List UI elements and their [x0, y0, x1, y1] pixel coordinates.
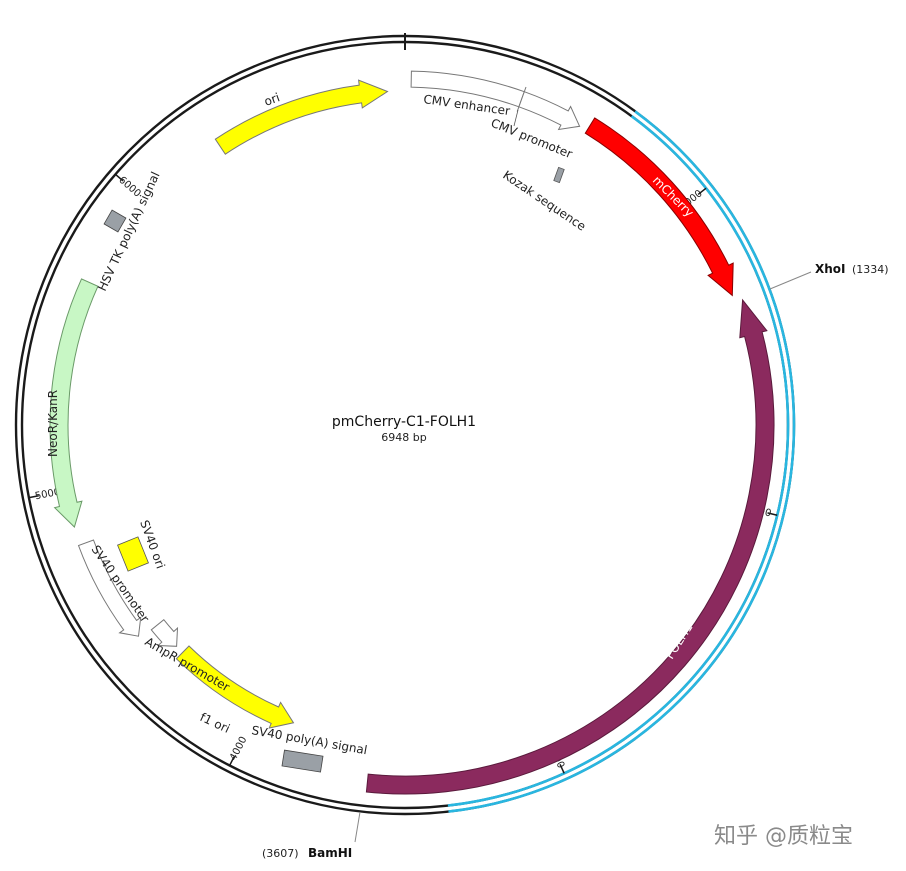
backbone: [14, 33, 796, 816]
ampr-promoter-label: AmpR promoter: [143, 634, 233, 694]
tick-mark-2000: [767, 512, 778, 516]
watermark: 知乎 @质粒宝: [714, 824, 853, 849]
plasmid-title-block: pmCherry-C1-FOLH1 6948 bp: [332, 414, 476, 444]
neor-kanr-label: NeoR/KanR: [46, 390, 60, 457]
ori-label: ori: [262, 90, 281, 108]
plasmid-size: 6948 bp: [381, 431, 426, 444]
insert-band-outer: [448, 110, 796, 813]
hsv-tk-polya-signal-box[interactable]: [103, 209, 127, 233]
tick-mark-5000: [28, 495, 39, 499]
cmv-promoter-leader: [513, 109, 519, 127]
f1-ori-label: f1 ori: [198, 710, 232, 736]
bamhi-leader-line: [354, 811, 361, 843]
sv40-promoter-arrow[interactable]: [77, 539, 142, 637]
cmv-promoter-arrow[interactable]: [518, 91, 581, 131]
xhoi-site-position: (1334): [852, 263, 889, 276]
feature-layer: [49, 70, 775, 795]
sv40-polya-signal-box[interactable]: [281, 749, 324, 773]
tick-mark-3000: [559, 763, 565, 774]
ori-arrow[interactable]: [214, 79, 389, 155]
f1-ori-arrow[interactable]: [175, 645, 295, 729]
plasmid-name: pmCherry-C1-FOLH1: [332, 414, 476, 430]
tick-mark-4000: [228, 756, 235, 766]
tick-mark-1000: [697, 187, 707, 195]
neor-kanr-arrow[interactable]: [49, 278, 99, 528]
bamhi-site-name[interactable]: BamHI: [308, 846, 352, 860]
mcherry-arrow[interactable]: [584, 117, 734, 297]
kozak-sequence-box[interactable]: [553, 166, 565, 184]
tick-label-5000: 5000: [34, 487, 61, 503]
tick-label-4000: 4000: [228, 735, 249, 763]
xhoi-site-name[interactable]: XhoI: [815, 262, 846, 276]
restriction-sites: XhoI (1334) (3607) BamHI: [262, 262, 889, 860]
xhoi-leader-line: [769, 271, 812, 290]
folh1-arrow[interactable]: [365, 298, 775, 795]
bamhi-site-position: (3607): [262, 847, 299, 860]
sv40-ori-box[interactable]: [117, 536, 149, 572]
sv40-polya-signal-label: SV40 poly(A) signal: [250, 723, 368, 757]
ampr-promoter-arrow[interactable]: [150, 618, 179, 647]
tick-mark-6000: [114, 173, 124, 182]
kozak-sequence-label: Kozak sequence: [500, 168, 588, 234]
insert-band-inner: [447, 115, 790, 807]
